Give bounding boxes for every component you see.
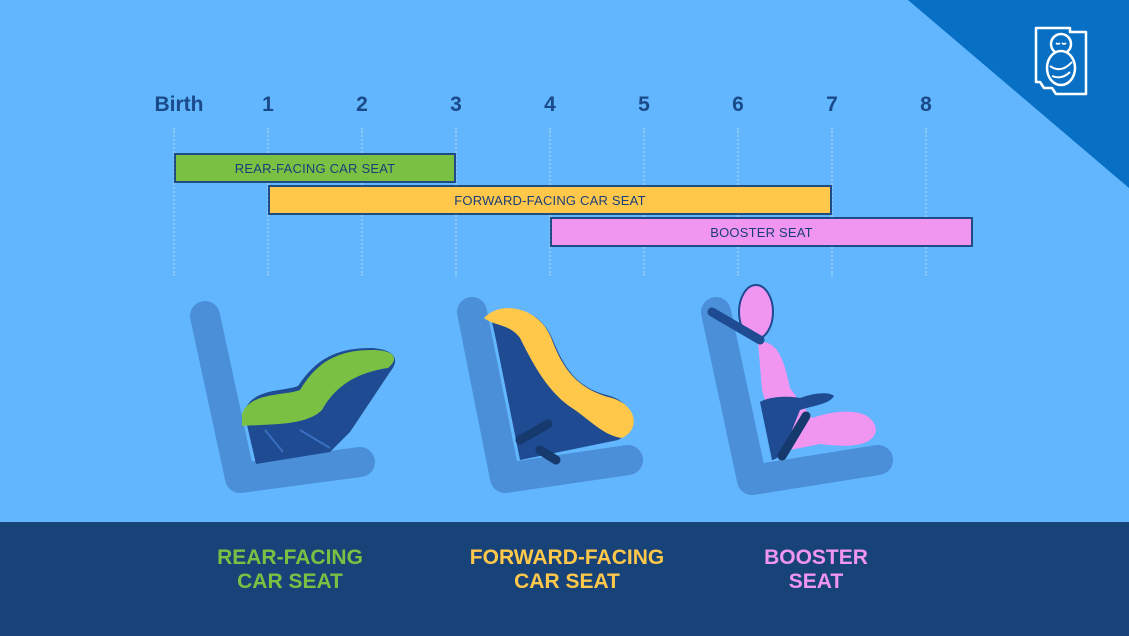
seat-label-forward-facing: FORWARD-FACING CAR SEAT — [437, 546, 697, 594]
age-range-bar: REAR-FACING CAR SEAT — [174, 153, 456, 183]
grid-line — [831, 128, 833, 276]
forward-facing-seat-illustration — [457, 297, 643, 493]
booster-lap-belt — [777, 411, 811, 461]
age-label: 8 — [920, 93, 932, 116]
age-label: 1 — [262, 93, 274, 116]
age-label: 2 — [356, 93, 368, 116]
grid-line — [925, 128, 927, 276]
corner-triangle — [908, 0, 1129, 188]
rear-seat-detail — [264, 429, 331, 453]
rear-facing-seat-illustration — [190, 301, 396, 493]
swaddled-baby-icon — [1034, 26, 1088, 96]
age-label: Birth — [154, 93, 204, 116]
seat-label-line: BOOSTER — [764, 546, 868, 569]
seat-label-line: REAR-FACING — [217, 546, 363, 569]
booster-seat-illustration — [701, 284, 893, 495]
footer-band — [0, 522, 1129, 636]
vehicle-seat-outline — [190, 301, 375, 493]
seat-label-line: CAR SEAT — [514, 570, 620, 593]
forward-seat-harness — [515, 419, 561, 465]
age-label: 4 — [544, 93, 556, 116]
seat-label-rear-facing: REAR-FACING CAR SEAT — [160, 546, 420, 594]
grid-line — [173, 128, 175, 276]
age-range-bar: FORWARD-FACING CAR SEAT — [268, 185, 832, 215]
seat-label-line: SEAT — [788, 570, 844, 593]
age-label: 3 — [450, 93, 462, 116]
vehicle-seat-outline — [701, 297, 893, 495]
age-label: 6 — [732, 93, 744, 116]
age-label: 5 — [638, 93, 650, 116]
forward-seat-padding — [484, 308, 634, 438]
vehicle-seat-outline — [457, 297, 643, 493]
rear-seat-padding — [242, 350, 395, 426]
age-label: 7 — [826, 93, 838, 116]
seat-label-line: CAR SEAT — [237, 570, 343, 593]
booster-armrest — [760, 393, 834, 460]
seat-label-booster: BOOSTER SEAT — [686, 546, 946, 594]
seat-label-line: FORWARD-FACING — [469, 546, 665, 569]
age-range-bar: BOOSTER SEAT — [550, 217, 973, 247]
booster-belt — [707, 307, 765, 345]
